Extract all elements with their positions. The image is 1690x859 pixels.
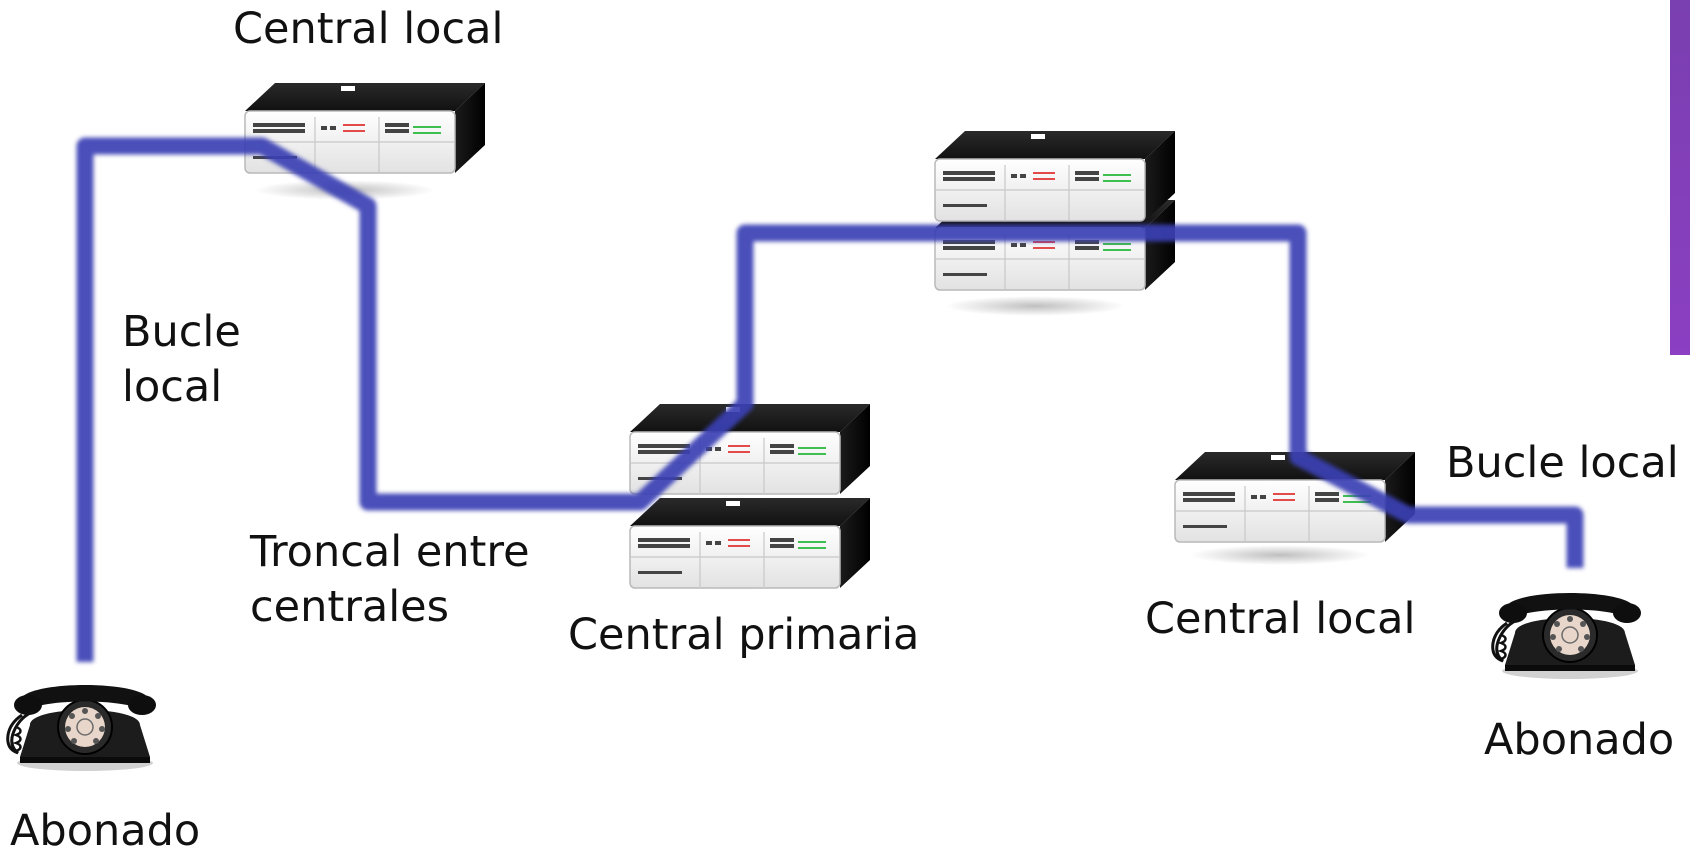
central-primaria-switch-icon — [629, 403, 871, 589]
label-abonado-left: Abonado — [10, 806, 201, 856]
label-bucle-local-left: Bucle local — [122, 307, 241, 413]
switch-shadow — [1190, 545, 1370, 565]
label-central-local-right: Central local — [1145, 594, 1416, 644]
abonado-right-phone-icon — [1491, 591, 1643, 681]
connection-path — [76, 137, 1584, 662]
label-bucle-local-right: Bucle local — [1446, 438, 1679, 488]
label-abonado-right: Abonado — [1484, 715, 1675, 765]
upper-exchange-switch-icon — [934, 130, 1176, 291]
switch-shadow — [945, 296, 1125, 316]
label-central-primaria: Central primaria — [568, 610, 920, 660]
abonado-left-phone-icon — [6, 683, 158, 773]
slide-accent-bar — [1670, 0, 1690, 355]
label-troncal-entre-centrales: Troncal entre centrales — [250, 527, 530, 633]
label-central-local-top: Central local — [233, 4, 504, 54]
